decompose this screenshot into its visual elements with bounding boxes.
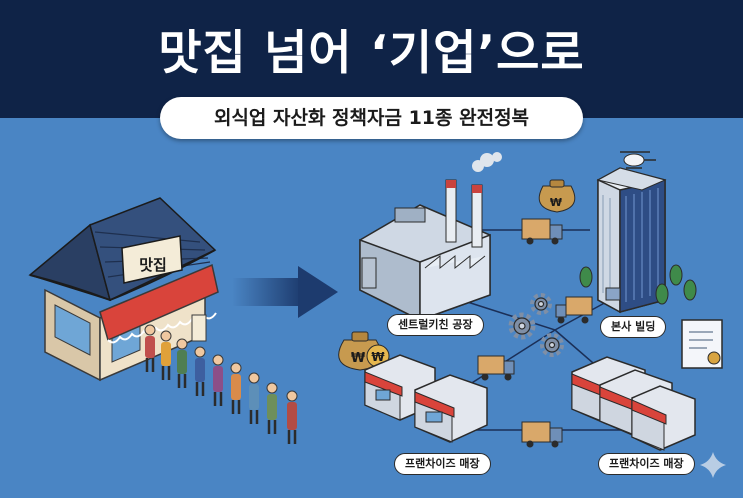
gear-icon: [508, 312, 536, 340]
restaurant-sign: 맛집: [139, 256, 167, 274]
restaurant-building: [28, 197, 219, 382]
truck-icon: [477, 355, 515, 381]
page-title: 맛집 넘어 ‘기업’으로: [158, 26, 585, 81]
label-headquarters: 본사 빌딩: [600, 316, 667, 338]
document-icon: [681, 319, 723, 369]
gear-icon: [530, 293, 552, 315]
franchise-store-group-left: [364, 354, 488, 443]
money-bag-icon: ₩: [538, 179, 576, 213]
customer-queue: [144, 324, 298, 444]
truck-icon: [555, 296, 593, 324]
won-coin-icon: ₩: [366, 344, 390, 368]
label-franchise-right: 프랜차이즈 매장: [598, 453, 695, 475]
central-kitchen-factory: [359, 152, 502, 322]
franchise-store-group-right: [571, 356, 696, 451]
truck-icon: [521, 421, 563, 448]
label-central-kitchen: 센트럴키친 공장: [387, 314, 484, 336]
svg-text:₩: ₩: [371, 350, 385, 364]
sparkle-icon: [700, 452, 726, 478]
arrow-right-icon: [232, 266, 338, 318]
subtitle-pill: 외식업 자산화 정책자금 11종 완전정복: [160, 97, 583, 139]
svg-text:₩: ₩: [550, 196, 562, 209]
headquarters-building: [579, 167, 697, 314]
helicopter-icon: [620, 151, 656, 169]
svg-text:₩: ₩: [351, 351, 366, 366]
truck-icon: [521, 218, 563, 245]
gear-icon: [540, 333, 564, 357]
label-franchise-left: 프랜차이즈 매장: [394, 453, 491, 475]
